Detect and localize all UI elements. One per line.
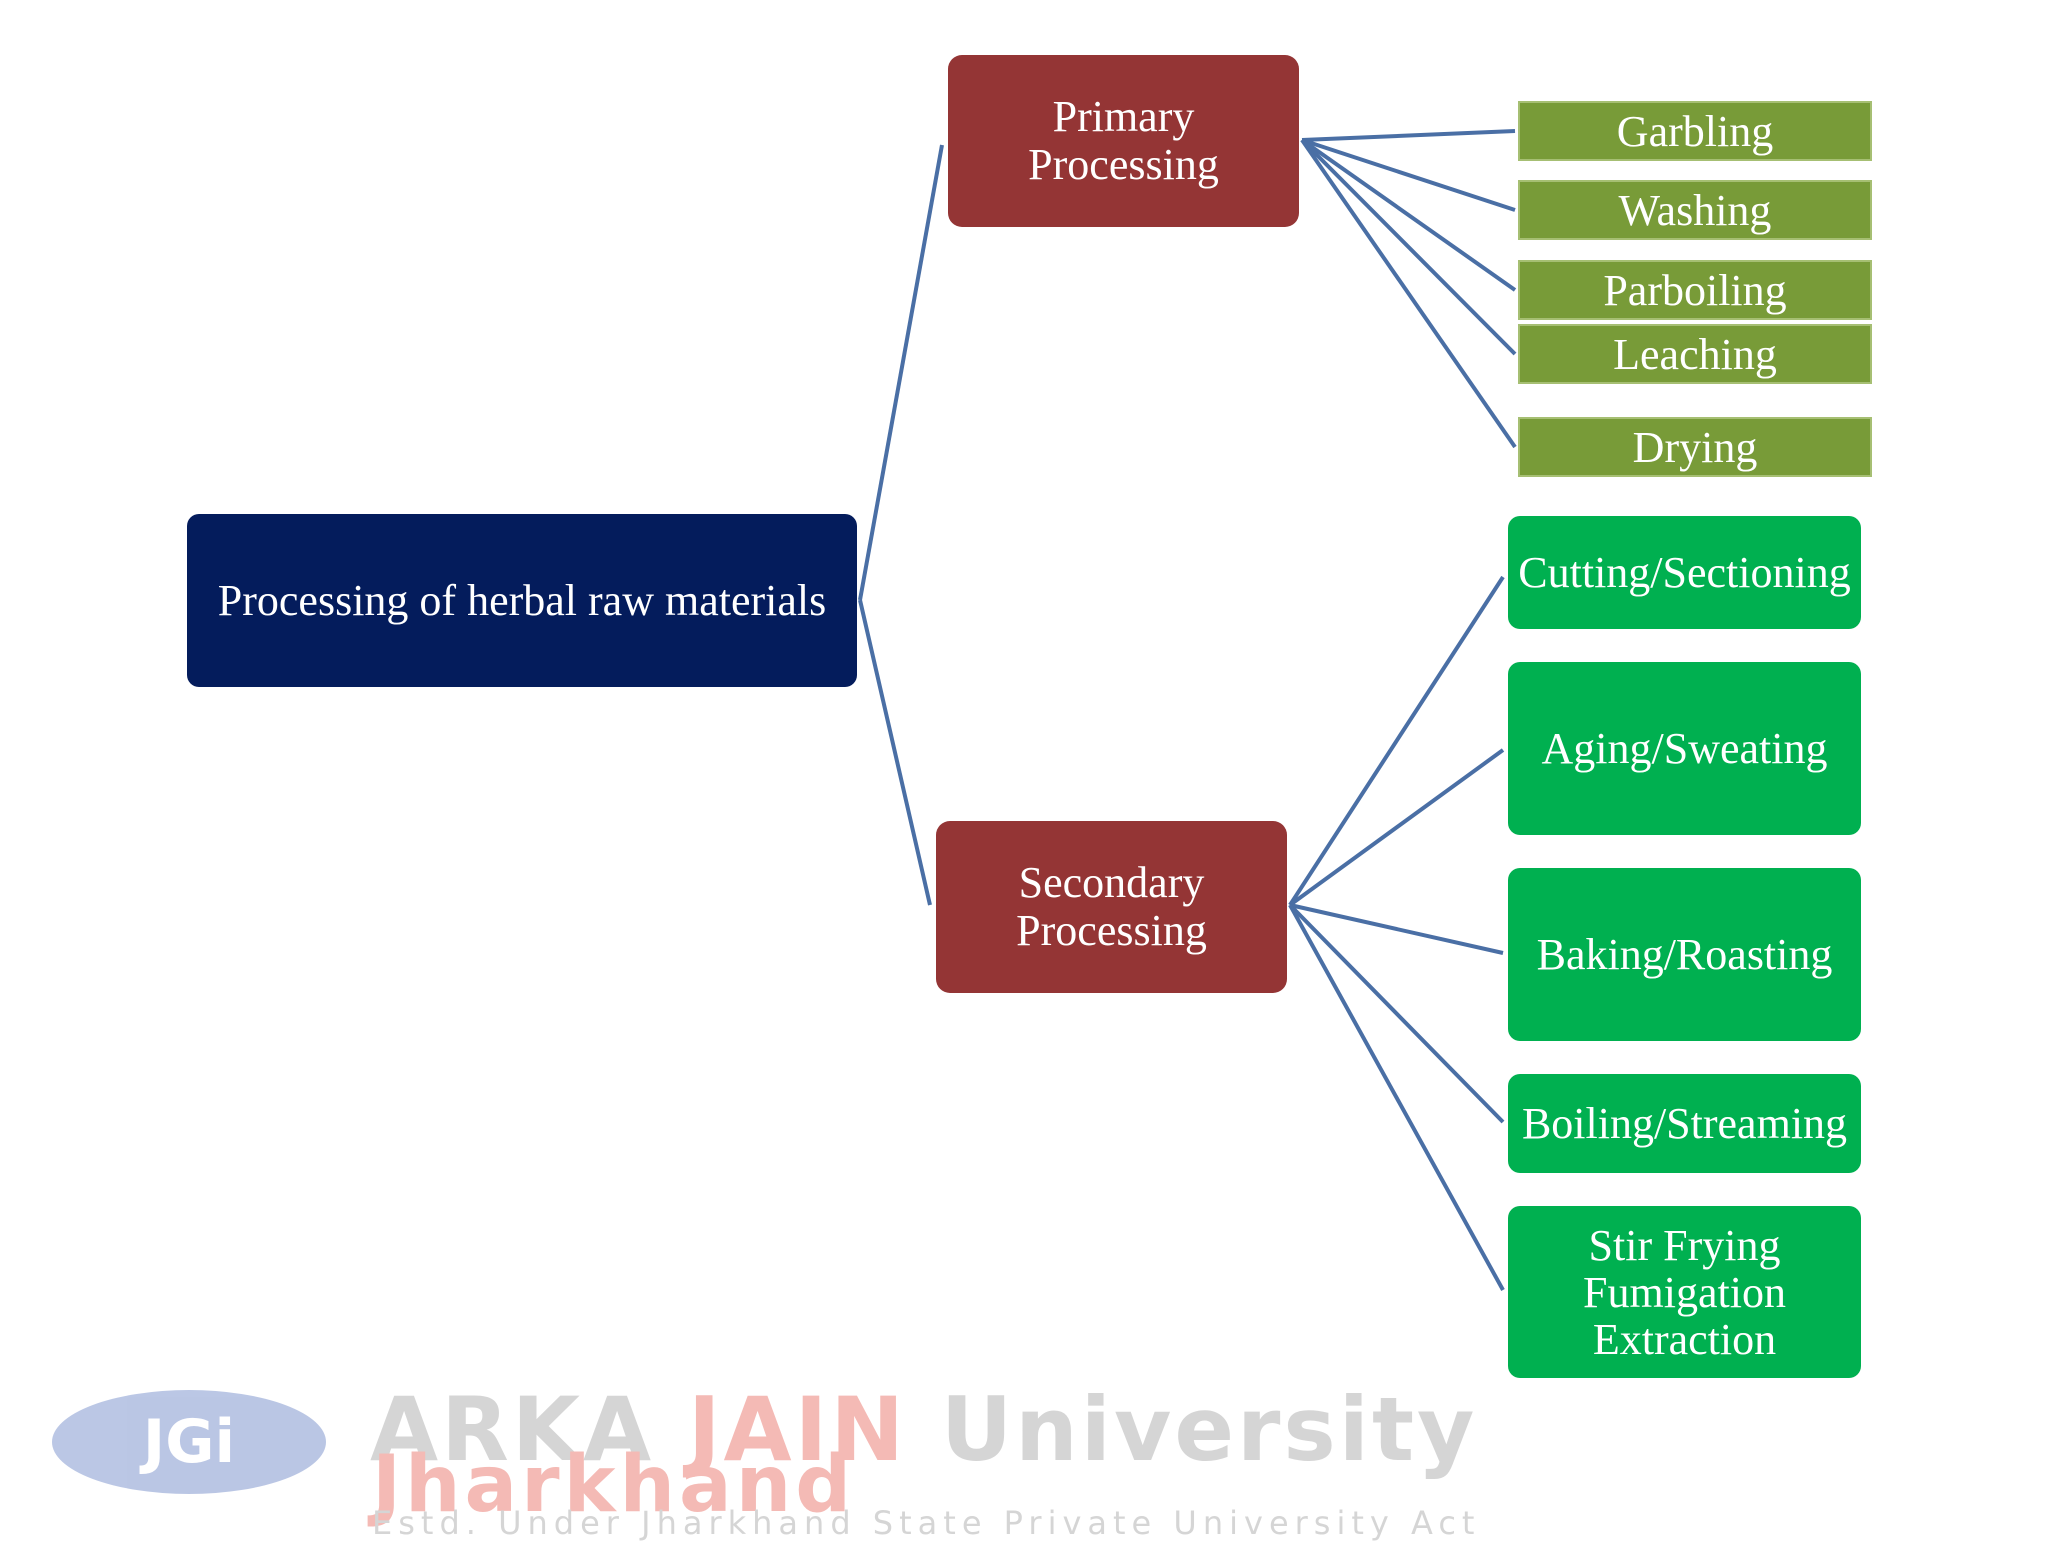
secondary-processing-node: Secondary Processing [936,821,1287,993]
step-aging-sweating: Aging/Sweating [1508,662,1861,835]
step-boiling-streaming: Boiling/Streaming [1508,1074,1861,1173]
watermark-tagline: Estd. Under Jharkhand State Private Univ… [372,1504,1481,1542]
primary-label-line1: Primary [1052,92,1195,141]
watermark-logo: JGi [52,1390,326,1494]
primary-processing-node: Primary Processing [948,55,1299,227]
watermark: JGi ARKA JAIN University Jharkhand Estd.… [0,1378,2048,1542]
secondary-label-line1: Secondary [1018,858,1205,907]
step-cutting-sectioning: Cutting/Sectioning [1508,516,1861,629]
step-baking-roasting: Baking/Roasting [1508,868,1861,1041]
step-label-line3: Extraction [1592,1314,1777,1364]
step-parboiling: Parboiling [1518,260,1872,320]
step-label: Cutting/Sectioning [1518,548,1851,597]
step-label: Boiling/Streaming [1521,1099,1848,1148]
step-garbling: Garbling [1518,101,1872,161]
watermark-university-name: ARKA JAIN University [370,1378,1478,1481]
step-washing: Washing [1518,180,1872,240]
step-label-line1: Stir Frying [1588,1220,1781,1270]
secondary-label-line2: Processing [1016,906,1207,955]
step-label-line2: Fumigation [1583,1267,1786,1317]
step-leaching: Leaching [1518,324,1872,384]
step-stir-frying-fumigation-extraction: Stir Frying Fumigation Extraction [1508,1206,1861,1378]
step-label: Aging/Sweating [1541,724,1828,773]
step-label: Washing [1618,185,1772,235]
step-label: Garbling [1616,106,1774,156]
step-label: Leaching [1613,329,1777,379]
step-drying: Drying [1518,417,1872,477]
step-label: Parboiling [1603,265,1787,315]
root-label: Processing of herbal raw materials [217,576,827,625]
primary-label-line2: Processing [1028,140,1219,189]
watermark-region: Jharkhand [372,1440,856,1530]
root-node: Processing of herbal raw materials [187,514,857,687]
step-label: Drying [1632,422,1758,472]
step-label: Baking/Roasting [1536,930,1833,979]
